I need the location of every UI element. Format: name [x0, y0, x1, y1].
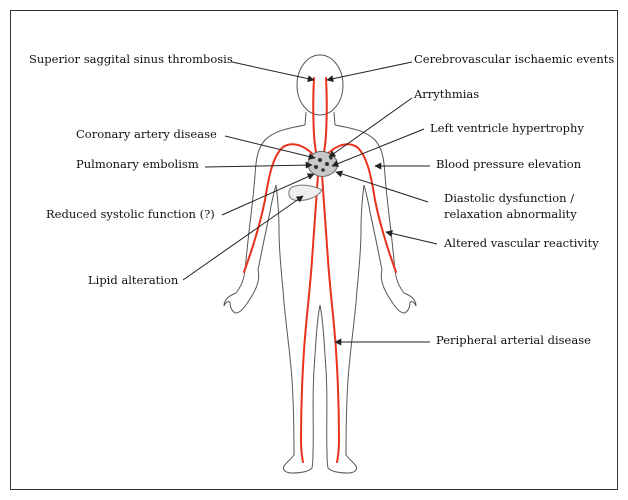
aorta-left-leg-artery	[301, 175, 318, 462]
label-altered-vascular-reactivity: Altered vascular reactivity	[443, 236, 599, 250]
label-peripheral-arterial-disease: Peripheral arterial disease	[436, 333, 591, 347]
label-left-ventricle-hypertrophy: Left ventricle hypertrophy	[430, 121, 584, 135]
label-reduced-systolic-function: Reduced systolic function (?)	[46, 207, 215, 221]
leader-arrythmias	[329, 98, 412, 157]
cerebral-vessel-left	[313, 78, 318, 160]
label-coronary-artery-disease: Coronary artery disease	[76, 127, 217, 141]
label-cerebrovascular-ischaemic-events: Cerebrovascular ischaemic events	[414, 52, 614, 66]
vascular-tree	[244, 78, 396, 462]
leader-diastolic	[336, 172, 428, 202]
leader-altered-vascular	[386, 232, 437, 244]
head-outline	[297, 55, 343, 115]
right-arm-inner	[364, 185, 382, 270]
heart	[308, 151, 338, 176]
leader-superior-saggital	[232, 62, 314, 80]
right-hand-outline	[381, 270, 416, 313]
heart-spot	[325, 162, 329, 166]
leader-cerebrovascular	[327, 62, 412, 80]
neck-outline	[305, 112, 335, 125]
leader-pulmonary	[205, 165, 312, 167]
label-superior-saggital-sinus-thrombosis: Superior saggital sinus thrombosis	[29, 52, 233, 66]
left-hand-outline	[224, 270, 259, 313]
heart-spot	[321, 168, 325, 172]
heart-spot	[318, 158, 322, 162]
left-arm-artery	[244, 144, 318, 272]
label-diastolic-dysfunction: Diastolic dysfunction /	[444, 191, 574, 205]
aorta-right-leg-artery	[322, 175, 339, 462]
body-silhouette	[224, 55, 416, 473]
labels: Superior saggital sinus thrombosis Cereb…	[29, 52, 614, 347]
label-relaxation-abnormality: relaxation abnormality	[444, 207, 577, 221]
label-lipid-alteration: Lipid alteration	[88, 273, 179, 287]
leader-left-ventricle	[332, 129, 424, 166]
cerebral-vessel-right	[322, 78, 327, 160]
heart-shape	[308, 151, 338, 176]
legs-outline	[276, 185, 364, 473]
label-blood-pressure-elevation: Blood pressure elevation	[436, 157, 582, 171]
leader-lines	[183, 62, 437, 342]
torso-outline	[236, 125, 404, 293]
heart-spot	[314, 165, 318, 169]
label-pulmonary-embolism: Pulmonary embolism	[76, 157, 199, 171]
label-arrythmias: Arrythmias	[413, 87, 479, 101]
